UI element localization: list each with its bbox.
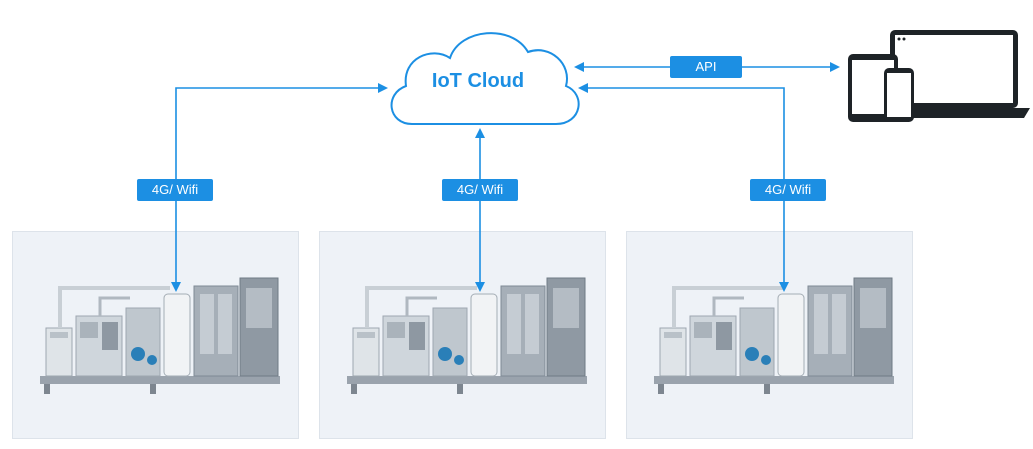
arrow-api-to-cloud [574, 62, 584, 72]
machine-image-center [345, 276, 589, 396]
cloud-title: IoT Cloud [431, 70, 525, 92]
machine-image-right [652, 276, 896, 396]
link-badge-left: 4G/ Wifi [137, 179, 213, 201]
link-badge-right: 4G/ Wifi [750, 179, 826, 201]
link-line-left [175, 87, 380, 284]
link-badge-center: 4G/ Wifi [442, 179, 518, 201]
arrow-api-to-devices [830, 62, 840, 72]
machine-image-left [38, 276, 282, 396]
arrow-right-to-cloud [578, 83, 588, 93]
arrow-right-to-machine [779, 282, 789, 292]
link-line-right [588, 87, 785, 284]
arrow-left-to-machine [171, 282, 181, 292]
arrow-center-to-machine [475, 282, 485, 292]
cloud-shape [390, 32, 580, 125]
arrow-left-to-cloud [378, 83, 388, 93]
api-badge: API [670, 56, 742, 78]
laptop-tablet-phone-icon [848, 30, 1030, 122]
arrow-center-to-cloud [475, 128, 485, 138]
